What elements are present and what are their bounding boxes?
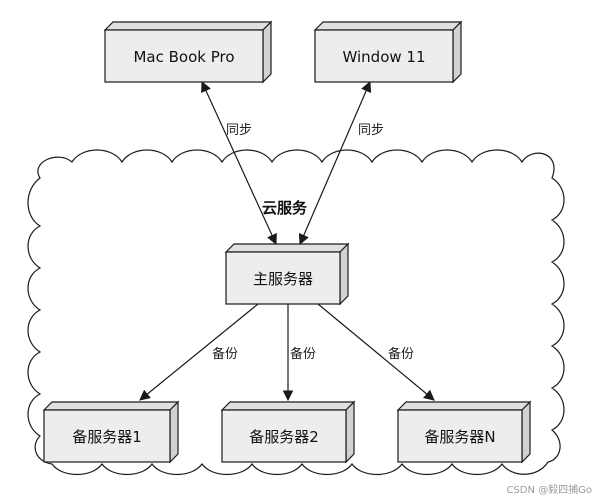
node-main-server-label: 主服务器: [253, 270, 313, 288]
sync-label-right: 同步: [358, 123, 384, 138]
backup-label-mid: 备份: [290, 346, 316, 362]
node-macbook-label: Mac Book Pro: [133, 48, 234, 66]
node-macbook: Mac Book Pro: [103, 20, 273, 84]
node-backup-2-label: 备服务器2: [249, 428, 319, 446]
node-main-server: 主服务器: [224, 242, 350, 306]
node-windows-label: Window 11: [343, 48, 426, 66]
node-backup-n: 备服务器N: [396, 400, 532, 464]
backup-edge-left: [139, 303, 259, 401]
backup-edge-right: [317, 303, 435, 401]
node-backup-n-label: 备服务器N: [424, 428, 495, 446]
cloud-label: 云服务: [262, 199, 308, 217]
sync-label-left: 同步: [226, 123, 252, 138]
sync-edge-left: [201, 81, 277, 245]
sync-edge-right: [298, 81, 372, 245]
node-windows: Window 11: [313, 20, 463, 84]
watermark: CSDN @毅四捕Go: [506, 485, 592, 496]
node-backup-1: 备服务器1: [42, 400, 180, 464]
backup-label-right: 备份: [388, 346, 414, 362]
backup-label-left: 备份: [212, 346, 238, 362]
node-backup-1-label: 备服务器1: [72, 428, 142, 446]
node-backup-2: 备服务器2: [220, 400, 356, 464]
